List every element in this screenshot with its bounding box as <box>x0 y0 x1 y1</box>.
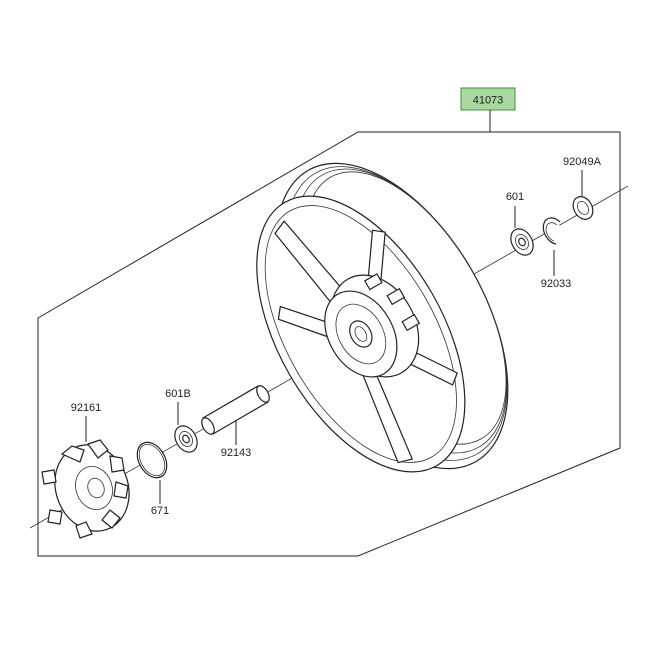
wheel-hub-ring <box>335 303 387 365</box>
o-ring-671[interactable] <box>131 437 173 483</box>
assembly-label-highlight <box>460 87 516 111</box>
part-label-92033[interactable]: 92033 <box>541 278 572 290</box>
hub-damper-92161[interactable] <box>41 434 141 541</box>
circlip-92033[interactable] <box>542 217 561 245</box>
part-label-671[interactable]: 671 <box>151 505 169 517</box>
part-label-92049a[interactable]: 92049A <box>563 156 602 168</box>
hub-damper-seat-1 <box>363 273 383 291</box>
part-label-92161[interactable]: 92161 <box>71 402 102 414</box>
part-label-601[interactable]: 601 <box>506 191 524 203</box>
oil-seal-92049a[interactable] <box>569 193 597 223</box>
hub-damper-seat-3 <box>401 313 421 332</box>
wheel-hub-bore <box>349 320 373 348</box>
part-label-92143[interactable]: 92143 <box>221 447 252 459</box>
assembly-label[interactable]: 41073 <box>473 95 504 107</box>
wheel-hub-bore-inner <box>354 326 368 342</box>
bearing-601[interactable] <box>506 225 537 259</box>
bearing-601b[interactable] <box>170 422 201 456</box>
hub-damper-seat-2 <box>386 287 406 306</box>
part-label-601b[interactable]: 601B <box>165 388 191 400</box>
collar-92143[interactable] <box>199 384 272 437</box>
wheel-rim-inner-lip <box>264 205 457 463</box>
rear-wheel[interactable] <box>206 125 556 521</box>
assembly-frame <box>37 131 621 557</box>
